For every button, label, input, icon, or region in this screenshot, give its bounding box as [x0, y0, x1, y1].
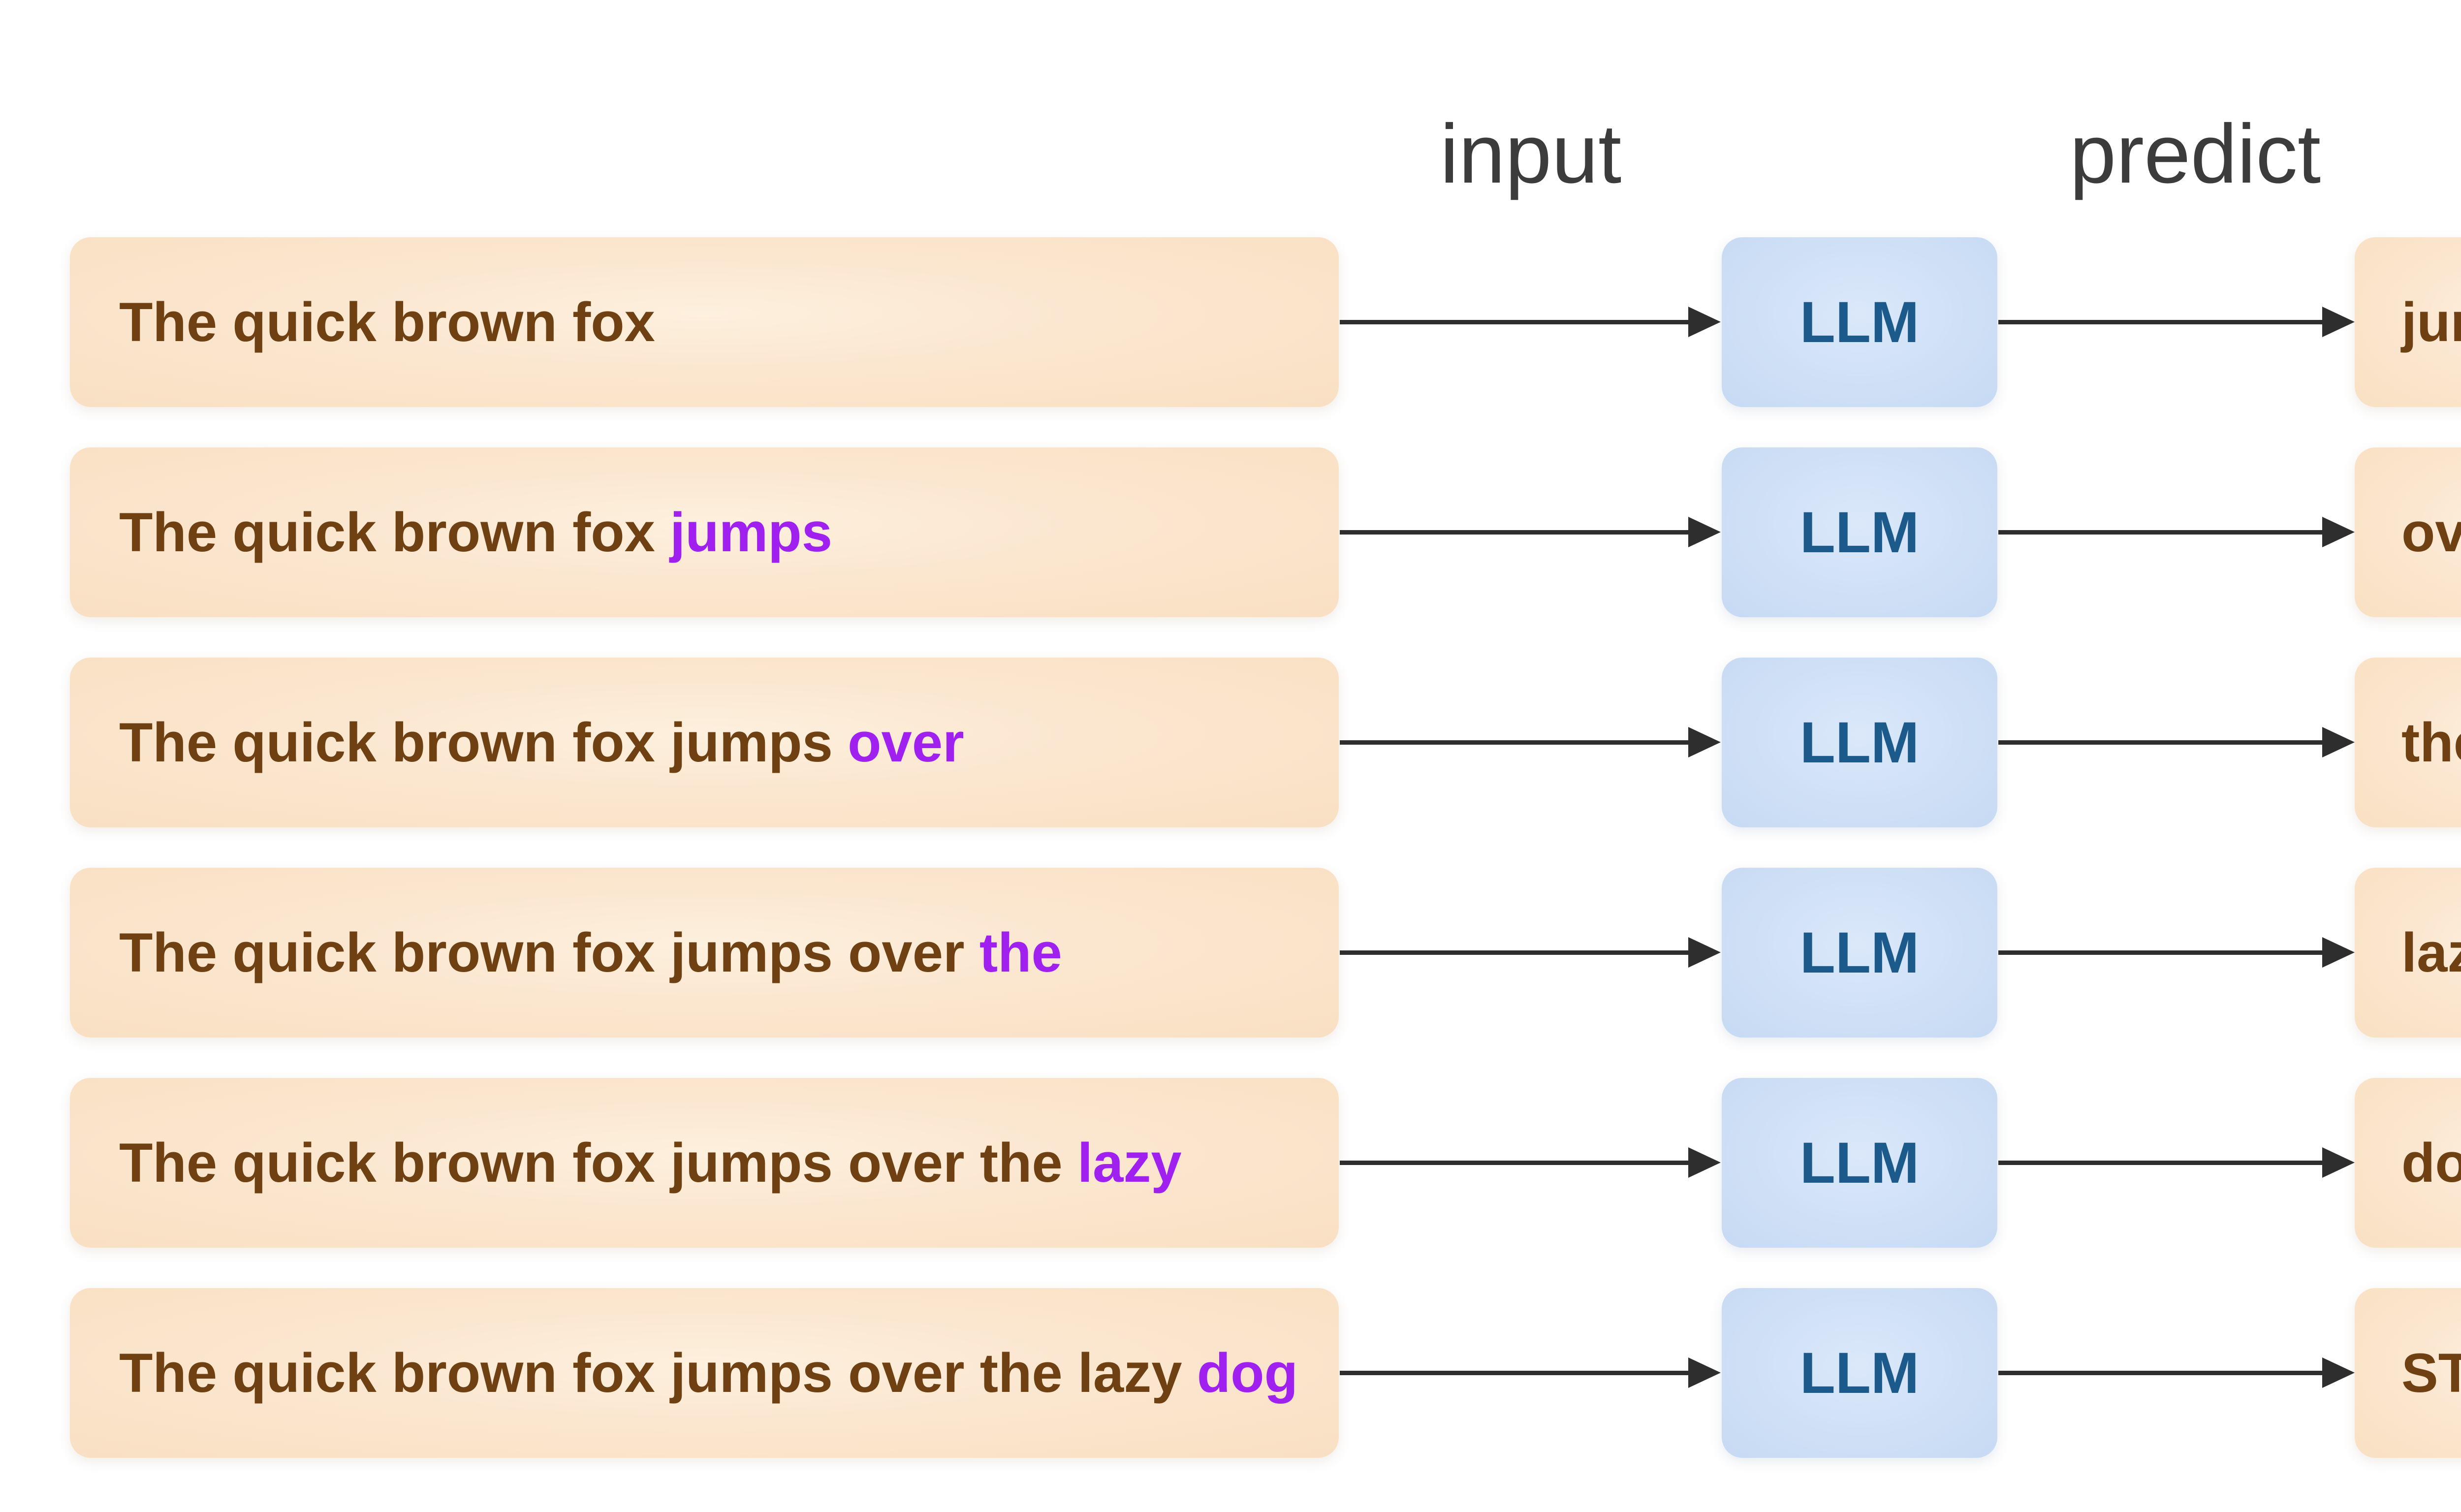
predict-column-label: predict: [2069, 107, 2321, 201]
llm-box: LLM: [1722, 1078, 1997, 1248]
predict-arrow-icon: [1998, 1357, 2355, 1388]
llm-label: LLM: [1799, 289, 1920, 355]
input-arrow-icon: [1340, 937, 1721, 968]
llm-box: LLM: [1722, 658, 1997, 827]
predict-text: jumps: [2401, 291, 2461, 353]
predict-box: STOP$: [2355, 1288, 2461, 1458]
input-highlight-text: dog: [1197, 1342, 1298, 1404]
predict-arrow-icon: [1998, 1147, 2355, 1178]
llm-label: LLM: [1799, 920, 1920, 985]
input-highlight-text: over: [848, 712, 964, 773]
predict-box: the: [2355, 658, 2461, 827]
predict-arrow-icon: [1998, 937, 2355, 968]
input-arrow-icon: [1340, 1357, 1721, 1388]
llm-label: LLM: [1799, 500, 1920, 565]
predict-text: STOP$: [2401, 1342, 2461, 1404]
llm-box: LLM: [1722, 868, 1997, 1038]
input-arrow-icon: [1340, 1147, 1721, 1178]
predict-arrow-icon: [1998, 307, 2355, 337]
predict-text: the: [2401, 712, 2461, 773]
llm-label: LLM: [1799, 1340, 1920, 1406]
predict-text: dog: [2401, 1132, 2461, 1194]
llm-box: LLM: [1722, 237, 1997, 407]
llm-label: LLM: [1799, 710, 1920, 775]
input-highlight-text: the: [979, 922, 1062, 983]
input-text: The quick brown fox jumps: [119, 712, 833, 773]
predict-box: over: [2355, 447, 2461, 617]
input-arrow-icon: [1340, 517, 1721, 547]
predict-box: lazy: [2355, 868, 2461, 1038]
input-text-box: The quick brown fox: [70, 237, 1339, 407]
predict-box: dog: [2355, 1078, 2461, 1248]
input-arrow-icon: [1340, 727, 1721, 757]
llm-label: LLM: [1799, 1130, 1920, 1196]
input-arrow-icon: [1340, 307, 1721, 337]
input-text: The quick brown fox: [119, 291, 655, 353]
input-highlight-text: lazy: [1077, 1132, 1182, 1194]
predict-arrow-icon: [1998, 517, 2355, 547]
llm-box: LLM: [1722, 447, 1997, 617]
input-column-label: input: [1440, 107, 1622, 201]
input-text: The quick brown fox jumps over the: [119, 1132, 1063, 1194]
predict-arrow-icon: [1998, 727, 2355, 757]
llm-box: LLM: [1722, 1288, 1997, 1458]
prediction-row-1: The quick brown fox LLM jumps: [0, 237, 2461, 407]
predict-box: jumps: [2355, 237, 2461, 407]
input-highlight-text: jumps: [670, 502, 832, 563]
predict-text: lazy: [2401, 922, 2461, 983]
input-text: The quick brown fox jumps over the lazy: [119, 1342, 1182, 1404]
input-text: The quick brown fox jumps over: [119, 922, 965, 983]
input-text: The quick brown fox: [119, 502, 655, 563]
predict-text: over: [2401, 502, 2461, 563]
